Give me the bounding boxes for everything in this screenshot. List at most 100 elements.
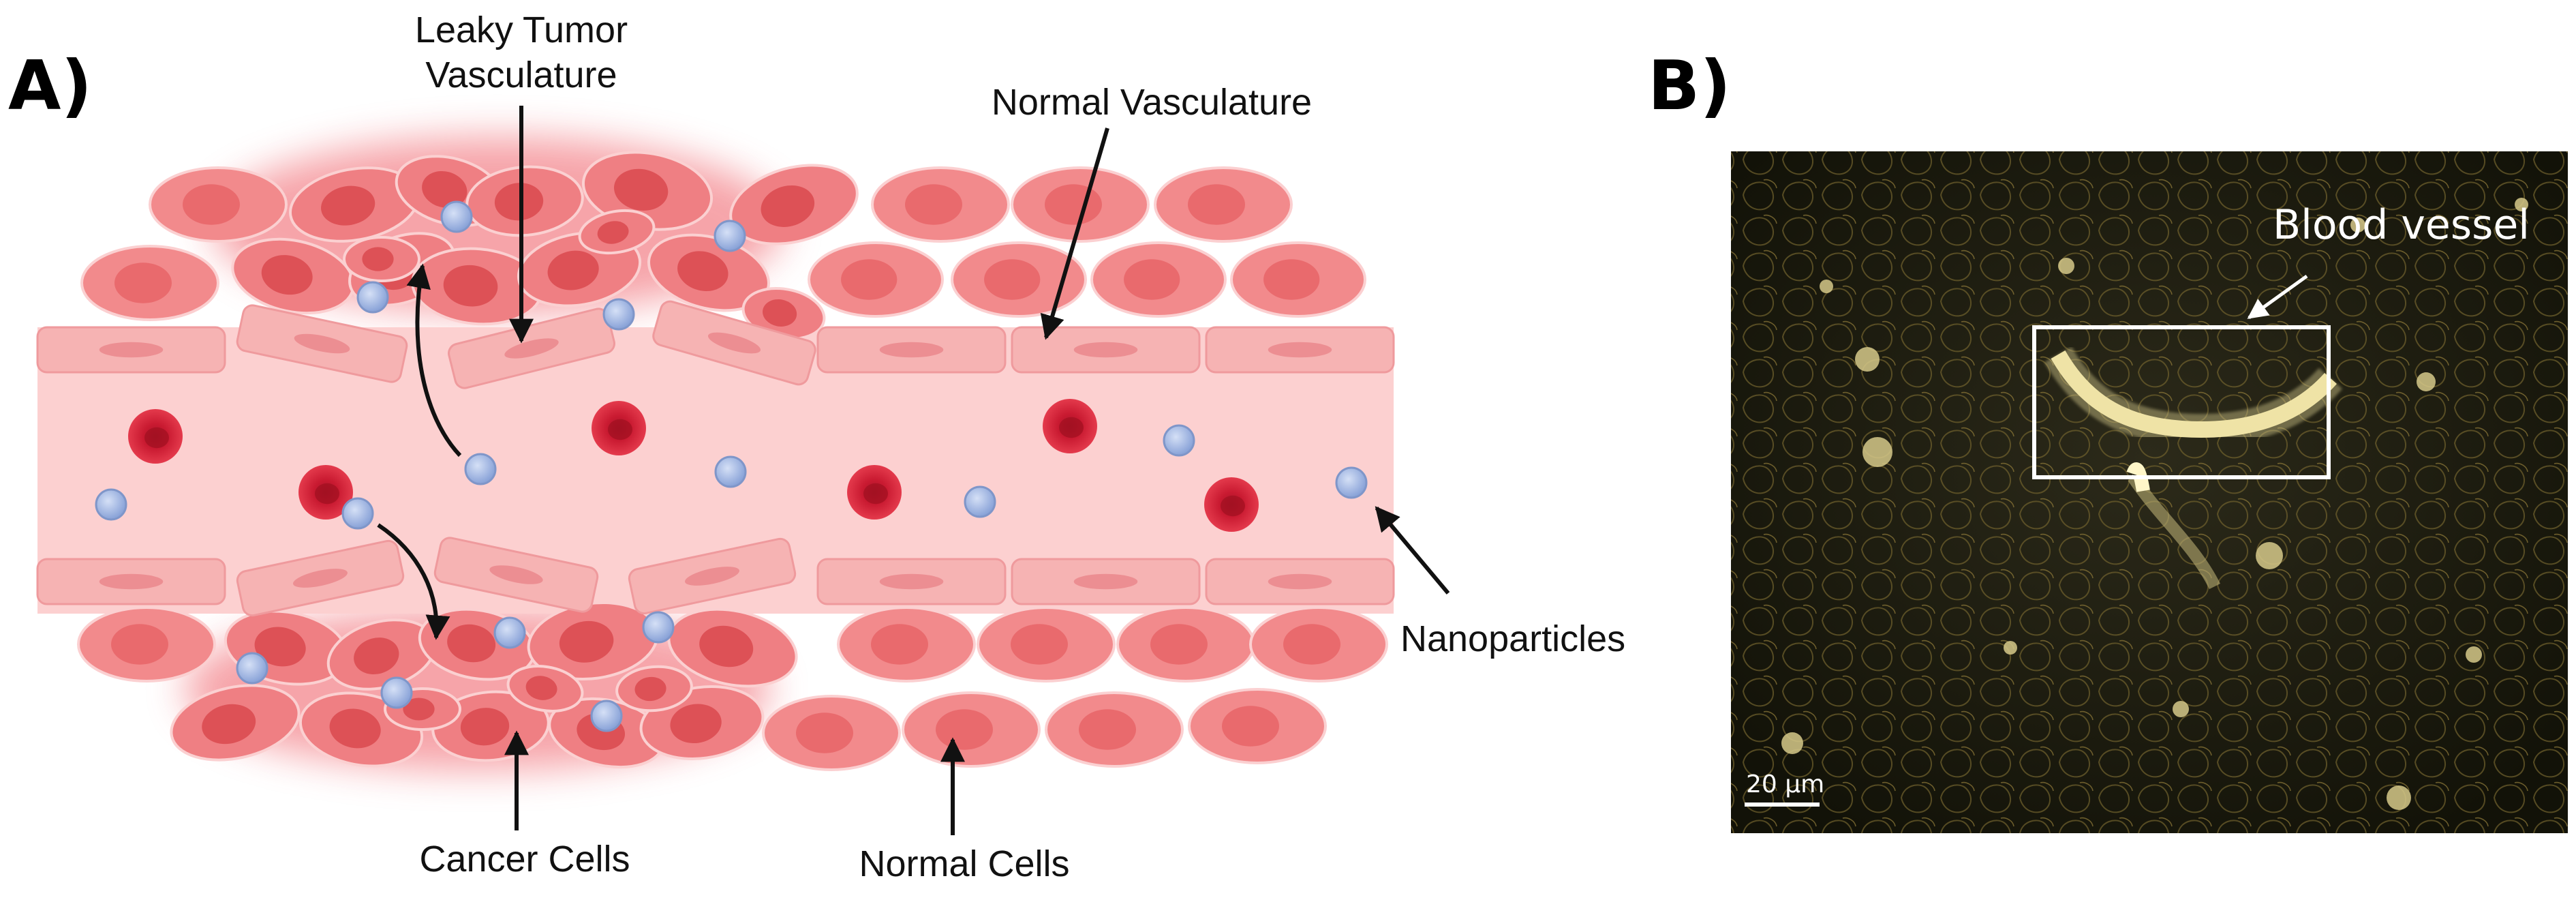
bright-cell	[1855, 347, 1880, 372]
nanoparticles-arrow	[1375, 506, 1450, 595]
bright-cell	[2515, 198, 2528, 211]
nanoparticle	[440, 200, 473, 233]
bright-cell	[2417, 372, 2436, 391]
cancer-cell	[667, 608, 798, 688]
micrograph-bright-cells	[1781, 198, 2528, 810]
bright-cell	[2004, 641, 2017, 655]
nanoparticle	[1163, 424, 1195, 457]
extravasation-arrow-top	[406, 263, 462, 457]
nanoparticle	[602, 298, 635, 331]
normal-cell	[1154, 166, 1293, 243]
cancer-cell	[289, 166, 420, 243]
normal-cell	[149, 166, 288, 243]
nanoparticle	[236, 652, 269, 685]
endothelial-cell	[816, 558, 1007, 605]
nanoparticle	[964, 485, 996, 518]
bright-cell	[2350, 217, 2365, 232]
normal-cell	[762, 695, 901, 771]
red-blood-cells	[128, 399, 1259, 532]
normal-cell	[1090, 241, 1227, 318]
bright-cell	[2466, 646, 2482, 663]
bright-cell	[2058, 258, 2074, 274]
panel-b-letter: B)	[1648, 46, 1731, 125]
scale-bar-label: 20 µm	[1746, 770, 1824, 798]
normal-cell	[1045, 691, 1184, 768]
red-blood-cell	[128, 409, 183, 464]
normal-cell	[1011, 166, 1150, 243]
red-blood-cell	[298, 465, 353, 520]
normal-cell	[80, 245, 219, 321]
nanoparticle	[590, 700, 623, 732]
endothelial-cell	[433, 537, 599, 613]
nanoparticle	[380, 676, 413, 709]
label-normal-cells: Normal Cells	[859, 843, 1069, 884]
cancer-cell	[411, 247, 543, 326]
label-normal-vasculature: Normal Vasculature	[992, 82, 1312, 123]
normal-cell	[1188, 688, 1327, 764]
micrograph	[1731, 151, 2568, 833]
nanoparticle	[493, 616, 526, 649]
cancer-cell	[615, 665, 693, 712]
bright-cell	[2256, 542, 2283, 569]
cancer-cell	[343, 236, 420, 282]
endothelial-cell	[628, 537, 797, 615]
nanoparticle	[642, 611, 675, 644]
normal-vasculature-arrow	[1040, 127, 1109, 340]
label-leaky-line2: Vasculature	[425, 55, 617, 95]
normal-cell	[977, 606, 1116, 682]
nanoparticle	[95, 488, 127, 521]
extravasation-arrow-bottom	[377, 523, 450, 640]
cancer-cell	[578, 209, 656, 255]
label-leaky-line1: Leaky Tumor	[415, 10, 628, 50]
red-blood-cell	[592, 401, 646, 455]
red-blood-cell	[1204, 477, 1259, 532]
cancer-cell	[465, 165, 584, 237]
cancer-cell	[741, 287, 826, 340]
normal-cell	[1249, 606, 1388, 682]
endothelial-lining	[36, 300, 1395, 617]
normal-cell	[1230, 241, 1366, 318]
normal-cell	[871, 166, 1010, 243]
nanoparticles	[95, 200, 1368, 732]
nanoparticle	[1335, 466, 1368, 499]
blood-vessel-arrow	[2247, 274, 2308, 320]
endothelial-cell	[1205, 326, 1395, 374]
normal-cell	[1116, 606, 1255, 682]
endothelial-cell	[1205, 558, 1395, 605]
normal-cell	[837, 606, 976, 682]
normal-cell	[902, 691, 1041, 768]
nanoparticle	[714, 220, 746, 252]
bright-cell	[1820, 280, 1833, 293]
endothelial-cell	[652, 300, 816, 386]
panel-a-letter: A)	[8, 46, 92, 125]
endothelial-cell	[236, 304, 408, 383]
normal-cell	[77, 606, 216, 682]
normal-cell	[951, 241, 1087, 318]
endothelial-cell	[36, 558, 226, 605]
red-blood-cell	[1043, 399, 1097, 453]
endothelial-cell	[1011, 558, 1201, 605]
red-blood-cell	[847, 465, 902, 520]
endothelial-cell	[236, 539, 405, 617]
normal-cell	[808, 241, 944, 318]
bright-cell	[2387, 785, 2411, 810]
cancer-cell	[506, 665, 584, 712]
endothelial-cell	[36, 326, 226, 374]
blood-vessel-box	[2032, 325, 2331, 479]
cancer-cell	[527, 601, 659, 681]
bright-cell	[1781, 732, 1803, 754]
nanoparticle	[464, 453, 497, 485]
cancer-cell	[170, 684, 301, 762]
bright-cell	[1862, 437, 1892, 467]
endothelial-cell	[816, 326, 1007, 374]
label-nanoparticles: Nanoparticles	[1400, 618, 1625, 659]
cancer-cell	[729, 164, 859, 245]
endothelial-cell	[1011, 326, 1201, 374]
label-cancer-cells: Cancer Cells	[419, 839, 630, 880]
nanoparticle	[341, 497, 374, 530]
micrograph-vessel	[2044, 346, 2343, 590]
bright-cell	[2173, 701, 2189, 717]
nanoparticle	[356, 281, 389, 314]
nanoparticle	[714, 455, 747, 488]
